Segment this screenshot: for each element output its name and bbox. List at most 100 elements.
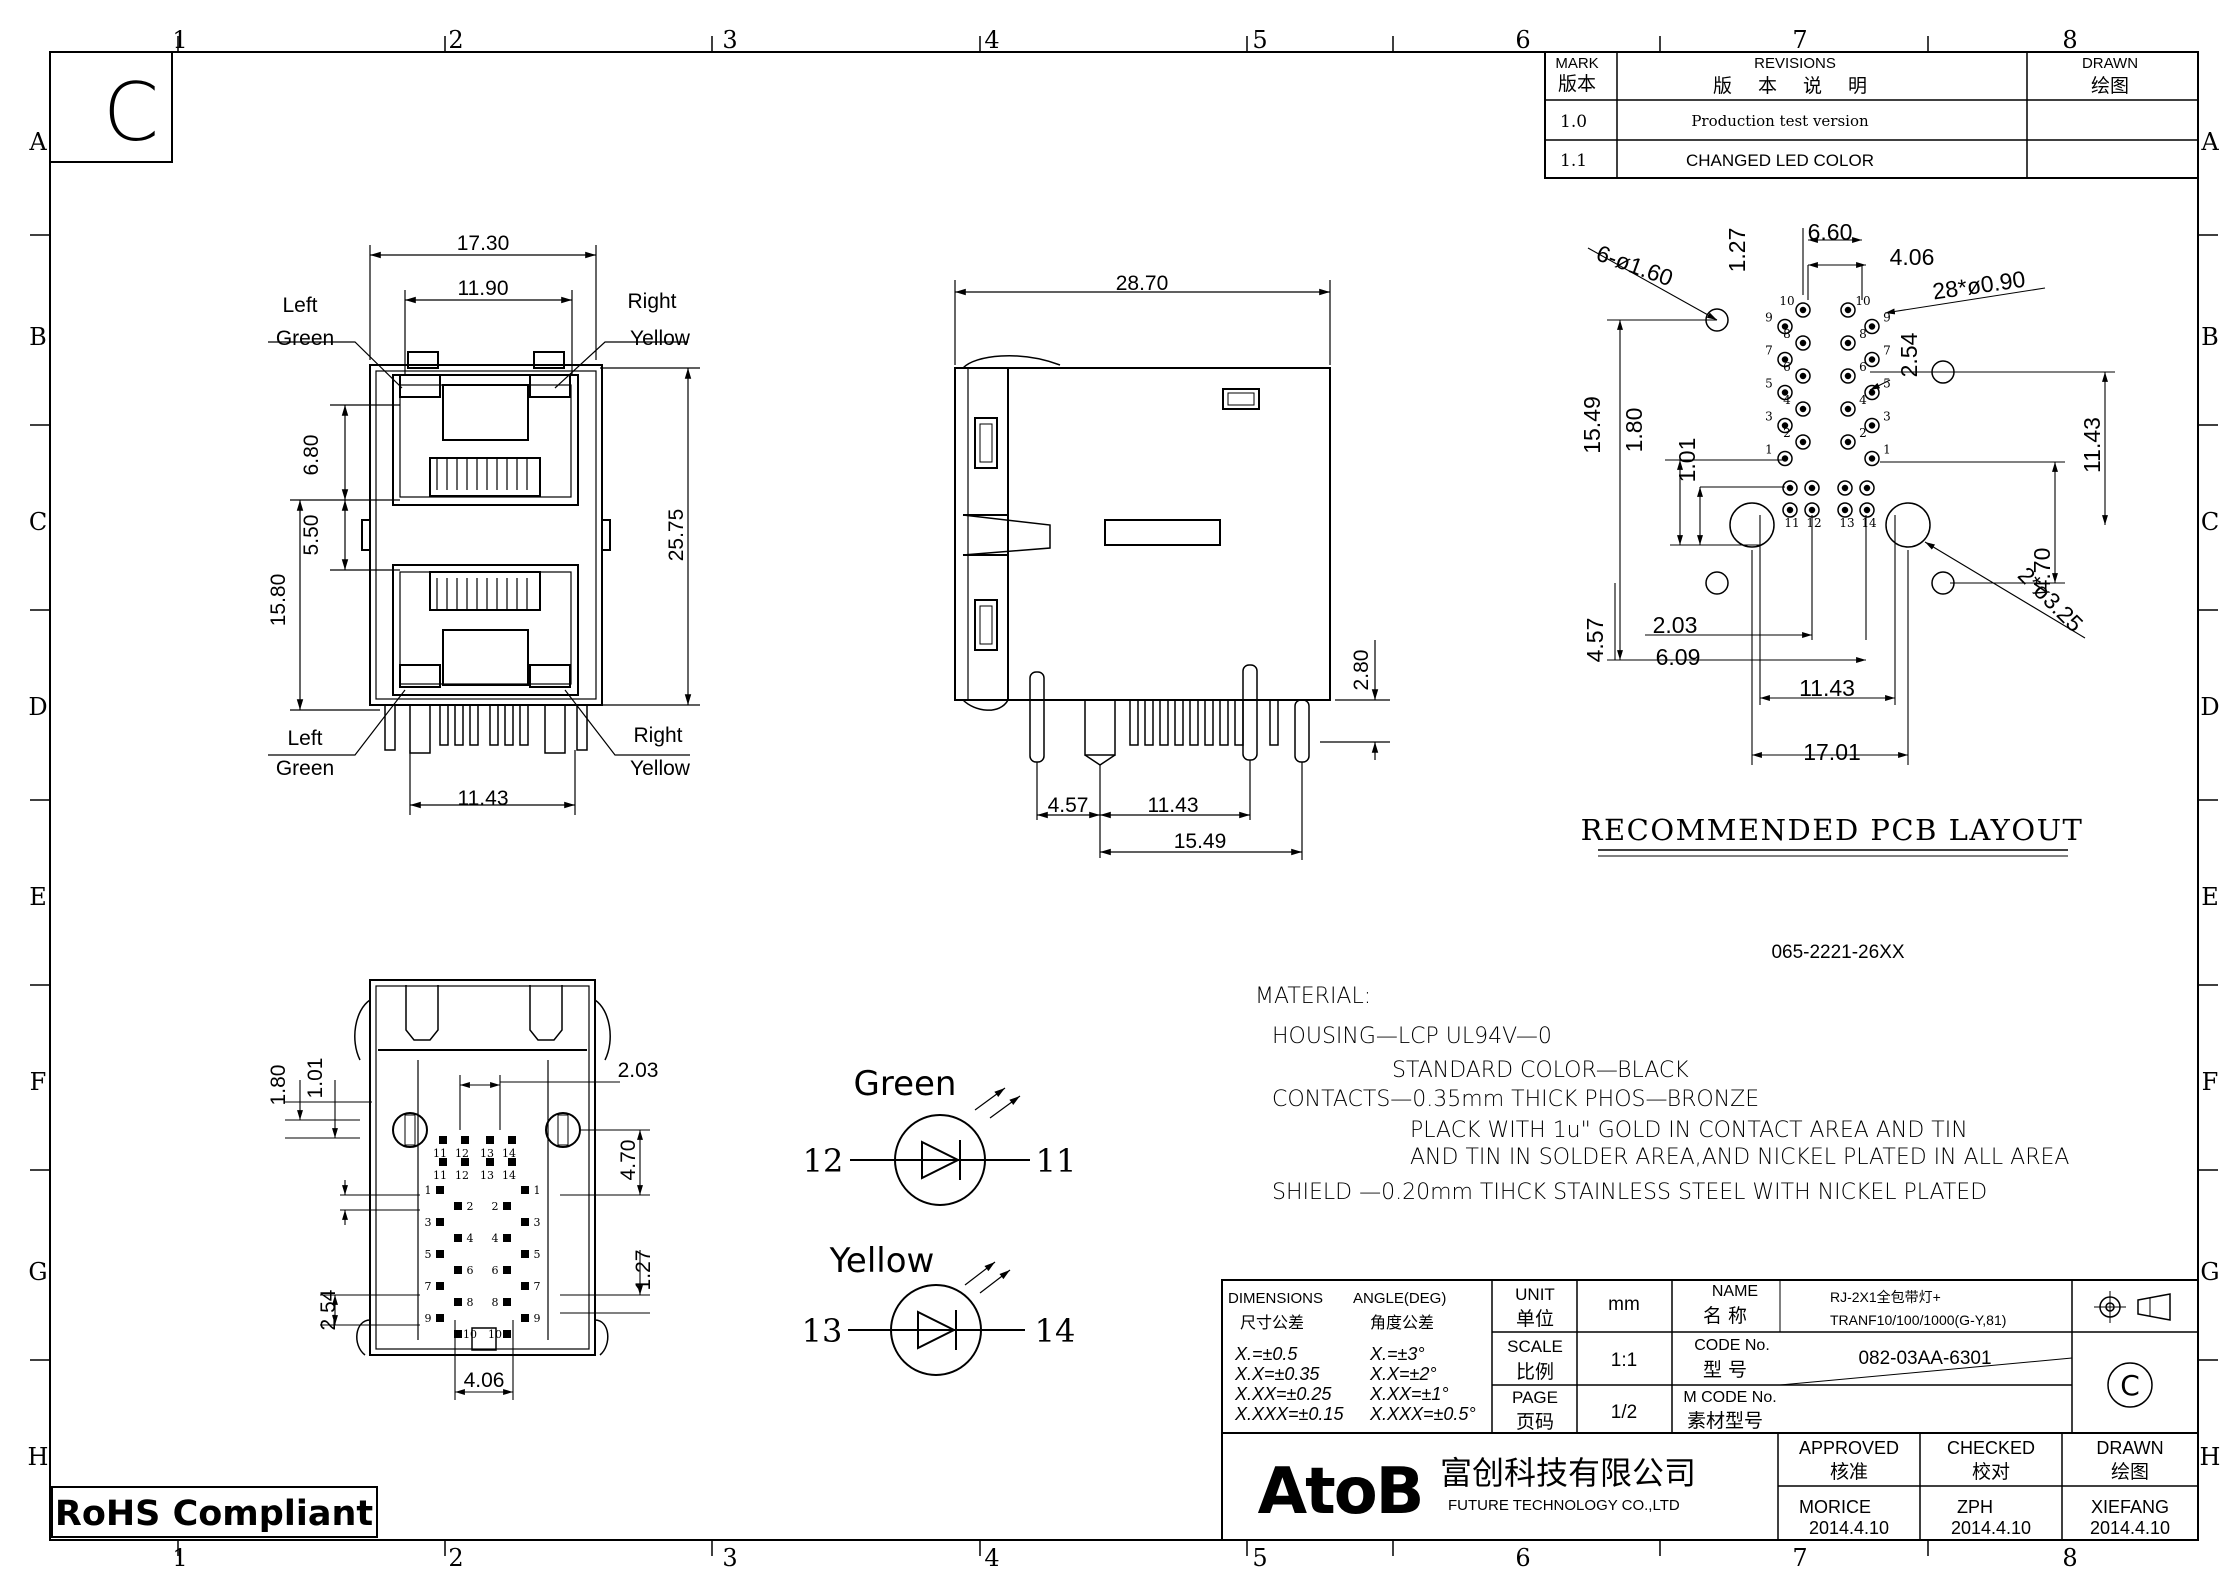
port-label-right-top: Right <box>627 290 676 313</box>
led-label-green-top: Green <box>276 327 334 350</box>
material-line: CONTACTS—0.35mm THICK PHOS—BRONZE <box>1272 1087 1759 1112</box>
tb-angle-tolerance: X.XXX=±0.5° <box>1369 1404 1476 1424</box>
port-label-left-top: Left <box>282 294 317 317</box>
pcb-pad-led-center <box>1786 506 1794 514</box>
pin-number: 6 <box>1783 360 1791 374</box>
col-label: 6 <box>1515 1544 1530 1572</box>
tb-page-label: PAGE <box>1512 1388 1558 1407</box>
material-line: HOUSING—LCP UL94V—0 <box>1272 1024 1552 1049</box>
revision-table: MARK 版本 REVISIONS 版 本 说 明 DRAWN 绘图 1.0 P… <box>1544 51 2199 179</box>
rev-row-mark: 1.0 <box>1560 112 1587 132</box>
bottom-pin-right <box>521 1282 529 1290</box>
tb-tolerance: X.=±0.5 <box>1234 1344 1298 1364</box>
pcb-pad-right <box>1840 434 1856 450</box>
pin-number: 2 <box>467 1200 474 1213</box>
dim-label: 6.60 <box>1808 219 1853 245</box>
pin-number: 2 <box>1859 426 1867 440</box>
rev-row-desc: CHANGED LED COLOR <box>1686 151 1874 170</box>
pcb-pad-led <box>1782 480 1798 496</box>
material-line: PLACK WITH 1u" GOLD IN CONTACT AREA AND … <box>1410 1118 1968 1143</box>
dim-label: 1.80 <box>267 1065 290 1106</box>
tb-code-value: 082-03AA-6301 <box>1858 1348 1991 1369</box>
pin-number: 9 <box>534 1312 541 1325</box>
pin-number: 1 <box>1883 443 1891 457</box>
tb-tolerance: X.XX=±0.25 <box>1234 1384 1332 1404</box>
pcb-pad-left <box>1795 368 1811 384</box>
pcb-pad-left-center <box>1799 339 1807 347</box>
col-label: 1 <box>172 1544 187 1572</box>
pin-number: 13 <box>1839 516 1854 530</box>
pin-number: 9 <box>1883 311 1891 325</box>
tb-drawn-label: DRAWN <box>2096 1438 2163 1458</box>
dim-label: 11.90 <box>458 277 509 300</box>
company-logo: AtoB <box>1258 1455 1423 1529</box>
dim-label: 4.70 <box>2029 548 2055 593</box>
tb-unit-value: mm <box>1608 1294 1640 1315</box>
rev-header-drawn: DRAWN <box>2082 55 2138 72</box>
col-label: 7 <box>1792 1544 1807 1572</box>
dim-label: 2.03 <box>618 1059 659 1082</box>
pcb-pad-right <box>1840 401 1856 417</box>
col-label: 6 <box>1515 26 1530 54</box>
pcb-pad-right-center <box>1868 455 1876 462</box>
title-block-text: DIMENSIONS 尺寸公差 ANGLE(DEG) 角度公差 X.=±0.5 … <box>1228 1283 2170 1538</box>
pin-number: 4 <box>1783 393 1791 407</box>
rev-row-desc: Production test version <box>1691 112 1869 130</box>
bottom-pin-left <box>454 1234 462 1242</box>
side-view <box>954 280 1390 860</box>
bottom-pin-left <box>454 1266 462 1274</box>
row-label: A <box>2200 128 2219 156</box>
pcb-pad-left <box>1795 302 1811 318</box>
pin-number: 7 <box>1765 344 1773 358</box>
pin-number: 10 <box>1855 294 1870 308</box>
col-label: 1 <box>172 26 187 54</box>
pin-number: 7 <box>425 1280 432 1293</box>
pcb-pad-left-center <box>1781 422 1789 429</box>
tb-angle-cn: 角度公差 <box>1370 1313 1434 1332</box>
tb-mcode-label: M CODE No. <box>1683 1389 1776 1406</box>
pcb-layout-title: RECOMMENDED PCB LAYOUT <box>1581 813 2084 847</box>
bottom-pin-right <box>521 1314 529 1322</box>
tb-angle: ANGLE(DEG) <box>1353 1290 1446 1307</box>
port-label-left-bottom: Left <box>287 727 322 750</box>
col-label: 8 <box>2062 26 2077 54</box>
material-line: AND TIN IN SOLDER AREA,AND NICKEL PLATED… <box>1410 1145 2069 1170</box>
tb-unit-label: UNIT <box>1515 1285 1555 1304</box>
pcb-pad-left <box>1777 384 1793 401</box>
pcb-pad-right-center <box>1868 323 1876 330</box>
pcb-pad-left <box>1777 351 1793 368</box>
tb-name-cn: 名 称 <box>1703 1305 1747 1327</box>
pin-number: 4 <box>1859 393 1867 407</box>
dim-label: 6-ø1.60 <box>1593 240 1676 292</box>
dim-label: 17.30 <box>457 232 510 255</box>
company-name-en: FUTURE TECHNOLOGY CO.,LTD <box>1448 1497 1680 1514</box>
pin-number: 10 <box>1779 294 1794 308</box>
pin-number: 12 <box>455 1169 469 1182</box>
pcb-pad-left-center <box>1781 389 1789 396</box>
pcb-pad-left-center <box>1781 323 1789 330</box>
tb-checked-cn: 校对 <box>1972 1461 2010 1483</box>
pcb-pad-right <box>1864 417 1880 434</box>
dim-label: 1.27 <box>1724 228 1750 273</box>
tb-approved-cn: 核准 <box>1830 1461 1868 1483</box>
material-notes: MATERIAL: HOUSING—LCP UL94V—0 STANDARD C… <box>1255 984 2069 1205</box>
col-label: 5 <box>1252 1544 1267 1572</box>
dim-label: 2.03 <box>1653 612 1698 638</box>
col-label: 8 <box>2062 1544 2077 1572</box>
row-label: C <box>2201 508 2219 536</box>
pin-number: 5 <box>425 1248 432 1261</box>
tb-approved-date: 2014.4.10 <box>1809 1518 1889 1538</box>
dim-label: 11.43 <box>1799 675 1855 701</box>
col-label: 3 <box>722 26 737 54</box>
pin-number: 8 <box>1783 327 1791 341</box>
pcb-pad-right-center <box>1844 306 1852 314</box>
bottom-pin-right <box>503 1266 511 1274</box>
tb-scale-value: 1:1 <box>1611 1350 1637 1371</box>
pin-number: 6 <box>467 1264 474 1277</box>
pcb-pad-led <box>1859 502 1875 518</box>
pcb-pad-right <box>1864 450 1880 467</box>
pin-number: 11 <box>1784 516 1799 530</box>
bottom-pin-left <box>436 1186 444 1194</box>
led-green-cathode: 11 <box>1036 1142 1077 1180</box>
dim-label: 2.80 <box>1350 650 1373 691</box>
